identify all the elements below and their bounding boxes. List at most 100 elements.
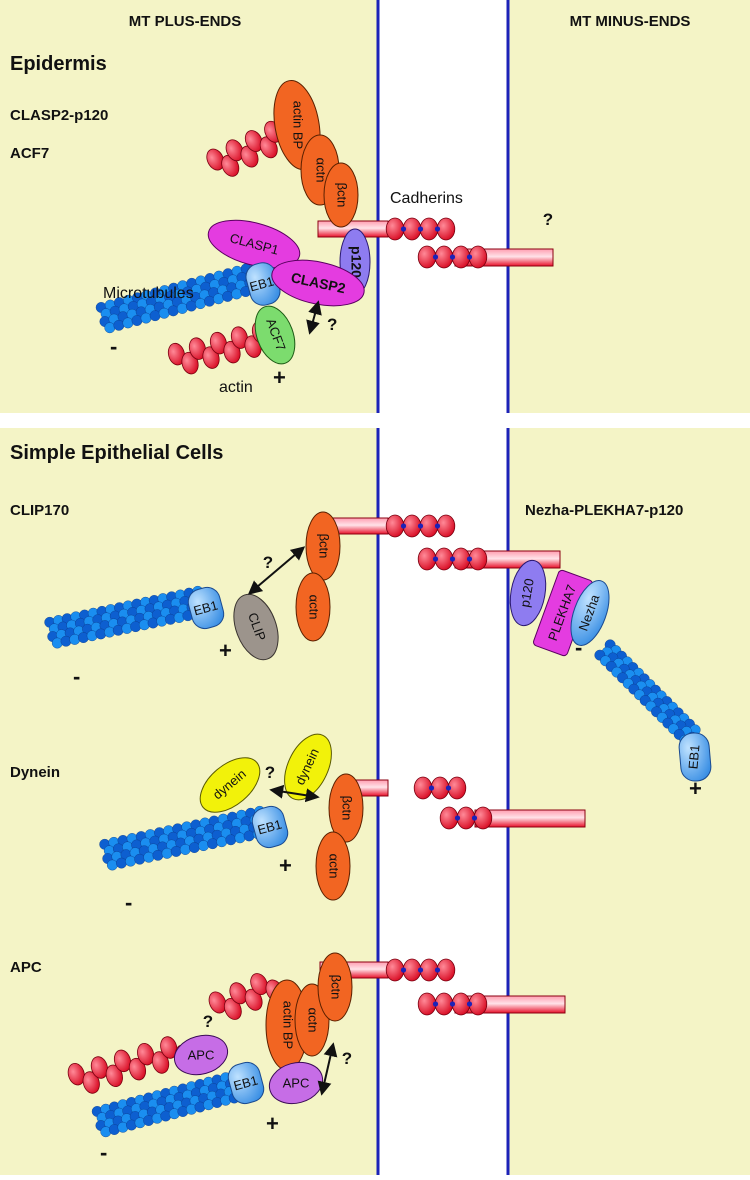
question-mark: ?	[543, 210, 553, 229]
actin-bead	[208, 991, 227, 1014]
actin-bead	[113, 1049, 132, 1073]
calcium-ion	[449, 1001, 456, 1007]
tubulin-subunit	[161, 847, 173, 859]
calcium-ion	[417, 523, 424, 529]
actin-bead	[206, 148, 225, 171]
tubulin-subunit	[207, 838, 219, 850]
actin-bp-label: actin BP	[281, 1001, 296, 1049]
tubulin-subunit	[185, 300, 197, 312]
tubulin-subunit	[176, 303, 188, 314]
beta-catenin-label: βctn	[340, 796, 355, 821]
acf7-protein: ACF7	[254, 305, 296, 365]
interaction-arrow	[269, 784, 320, 803]
tubulin-subunit	[188, 842, 200, 853]
actin-label: actin	[219, 379, 253, 396]
eb1-label: EB1	[248, 274, 276, 295]
epidermis-acf7-label: ACF7	[10, 145, 49, 162]
actin-bead	[167, 342, 186, 366]
header-plus-ends: MT PLUS-ENDS	[129, 13, 242, 30]
apc-label-1: APC	[188, 1047, 215, 1062]
eb1-label: EB1	[192, 598, 220, 619]
plus-end-sign: +	[219, 638, 232, 663]
epidermis-title: Epidermis	[10, 53, 107, 75]
tubulin-subunit	[134, 853, 146, 865]
tubulin-subunit	[122, 317, 134, 329]
actin-bead	[209, 331, 228, 355]
calcium-ion	[432, 556, 439, 562]
actin-bead	[244, 988, 263, 1011]
actin-bead	[188, 337, 207, 360]
actin-filament	[167, 320, 270, 375]
actin-bead	[82, 1071, 100, 1094]
cadherin-left	[319, 514, 456, 538]
tubulin-subunit	[195, 298, 206, 310]
tubulin-subunit	[149, 310, 161, 322]
nezha-plekha7-p120-label: Nezha-PLEKHA7-p120	[525, 502, 683, 519]
calcium-ion	[471, 815, 478, 821]
calcium-ion	[466, 254, 473, 260]
cadherins-label: Cadherins	[390, 190, 463, 207]
epidermis-clasp2-p120-label: CLASP2-p120	[10, 107, 108, 124]
dynein-protein-2: dynein	[284, 733, 332, 801]
tubulin-subunit	[125, 855, 136, 867]
plus-end-sign: +	[689, 776, 702, 801]
tubulin-subunit	[104, 322, 116, 334]
tubulin-subunit	[234, 832, 246, 844]
actin-bead	[244, 130, 263, 152]
calcium-ion	[454, 815, 461, 821]
beta-catenin-label: βctn	[317, 534, 332, 559]
tubulin-subunit	[231, 288, 243, 300]
p120-label: p120	[517, 577, 537, 608]
alpha-catenin-label: αctn	[307, 595, 322, 620]
actin-bead	[230, 326, 249, 349]
microtubules-label: Microtubules	[103, 285, 194, 302]
tubulin-subunit	[113, 319, 125, 331]
calcium-ion	[466, 1001, 473, 1007]
alpha-catenin-label: αctn	[327, 854, 342, 879]
tubulin-subunit	[222, 290, 233, 302]
calcium-ion	[400, 967, 407, 973]
cadherin-right	[439, 806, 586, 830]
tubulin-subunit	[213, 293, 224, 305]
epidermis-left-panel	[0, 0, 378, 413]
plus-end-sign: +	[273, 365, 286, 390]
epidermis-right-panel	[508, 0, 750, 413]
p120-label: p120	[348, 246, 364, 278]
tubulin-subunit	[140, 312, 152, 324]
beta-catenin: βctn	[305, 511, 341, 581]
interaction-arrow	[306, 300, 322, 335]
actin-bead	[160, 1036, 178, 1059]
apc-label: APC	[10, 959, 42, 976]
eb1-protein: EB1	[251, 805, 289, 849]
tubulin-subunit	[106, 859, 118, 871]
eb1-protein: EB1	[678, 732, 712, 782]
tubulin-subunit	[216, 836, 228, 848]
clip170-label: CLIP170	[10, 502, 69, 519]
clasp1-protein: CLASP1	[207, 219, 301, 269]
tubulin-subunit	[204, 295, 215, 307]
tubulin-subunit	[143, 851, 155, 863]
actin-bead	[137, 1042, 155, 1066]
calcium-ion	[449, 254, 456, 260]
calcium-ion	[432, 254, 439, 260]
eb1-label: EB1	[685, 744, 702, 770]
actin-bead	[105, 1064, 123, 1088]
question-mark: ?	[263, 553, 273, 572]
apc-label-2: APC	[283, 1075, 310, 1090]
actin-bead	[67, 1062, 85, 1086]
eb1-label: EB1	[232, 1073, 260, 1094]
header-minus-ends: MT MINUS-ENDS	[570, 13, 691, 30]
simple-epithelial-title: Simple Epithelial Cells	[10, 442, 223, 464]
beta-catenin: βctn	[317, 952, 353, 1022]
actin-bead	[151, 1051, 170, 1074]
interaction-arrow	[247, 546, 306, 595]
tubulin-subunit	[170, 846, 182, 857]
calcium-ion	[428, 785, 435, 791]
clip-protein: CLIP	[233, 593, 279, 661]
question-mark: ?	[265, 763, 275, 782]
alpha-catenin-label: αctn	[314, 158, 329, 183]
nezha-protein: Nezha	[570, 580, 610, 646]
question-mark: ?	[342, 1049, 352, 1068]
tubulin-subunit	[167, 305, 179, 317]
eb1-protein: EB1	[227, 1061, 265, 1105]
